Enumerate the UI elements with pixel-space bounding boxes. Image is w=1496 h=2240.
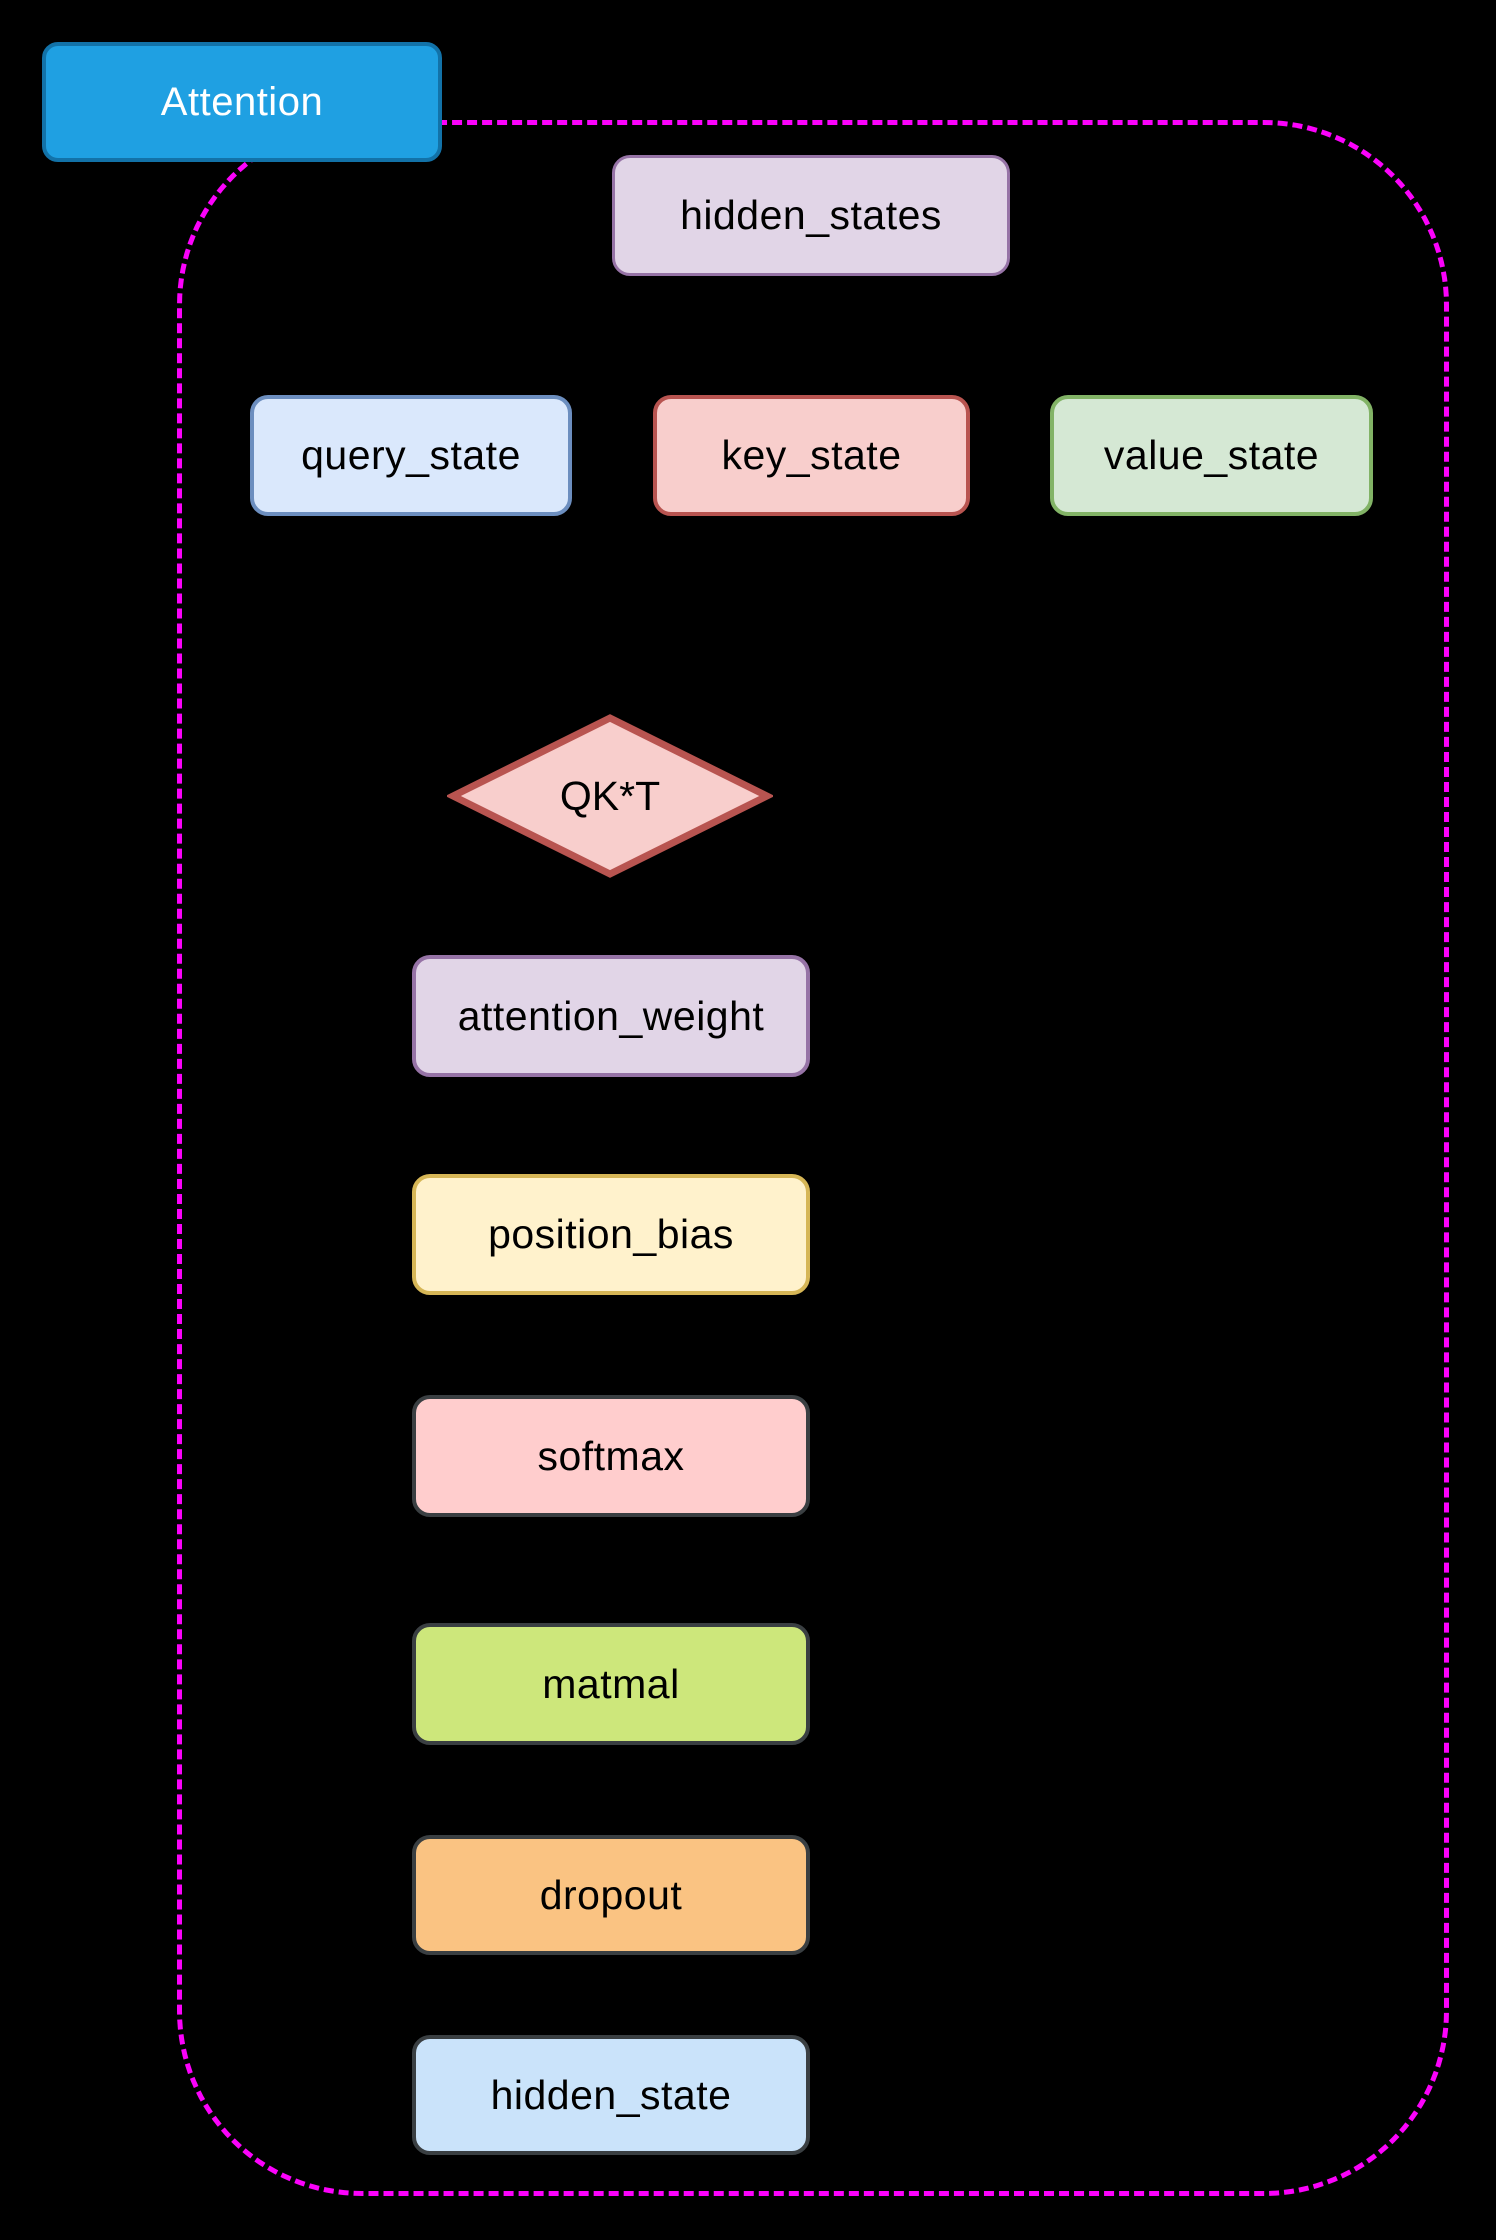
attention-group-label-text: Attention <box>160 79 324 124</box>
node-qkt: QK*T <box>447 714 773 878</box>
node-hidden-states: hidden_states <box>612 155 1010 276</box>
node-matmal: matmal <box>412 1623 810 1745</box>
node-value-state: value_state <box>1050 395 1373 516</box>
node-hidden-state-label: hidden_state <box>490 2071 732 2118</box>
node-attention-weight-label: attention_weight <box>457 992 765 1039</box>
node-key-state-label: key_state <box>721 432 902 478</box>
node-position-bias-label: position_bias <box>488 1211 734 1257</box>
node-dropout: dropout <box>412 1835 810 1955</box>
node-dropout-label: dropout <box>539 1871 683 1918</box>
node-softmax: softmax <box>412 1395 810 1517</box>
node-key-state: key_state <box>653 395 970 516</box>
node-hidden-states-label: hidden_states <box>680 192 942 238</box>
qkt-diamond-shape <box>447 714 773 878</box>
node-hidden-state: hidden_state <box>412 2035 810 2155</box>
node-qkt-label: QK*T <box>559 772 661 819</box>
node-value-state-label: value_state <box>1103 432 1320 478</box>
attention-group-boundary <box>177 120 1449 2196</box>
node-attention-weight: attention_weight <box>412 955 810 1077</box>
attention-group-label: Attention <box>42 42 442 162</box>
node-query-state: query_state <box>250 395 572 516</box>
node-matmal-label: matmal <box>542 1660 680 1707</box>
node-softmax-label: softmax <box>537 1432 685 1479</box>
node-position-bias: position_bias <box>412 1174 810 1295</box>
node-query-state-label: query_state <box>301 432 521 478</box>
